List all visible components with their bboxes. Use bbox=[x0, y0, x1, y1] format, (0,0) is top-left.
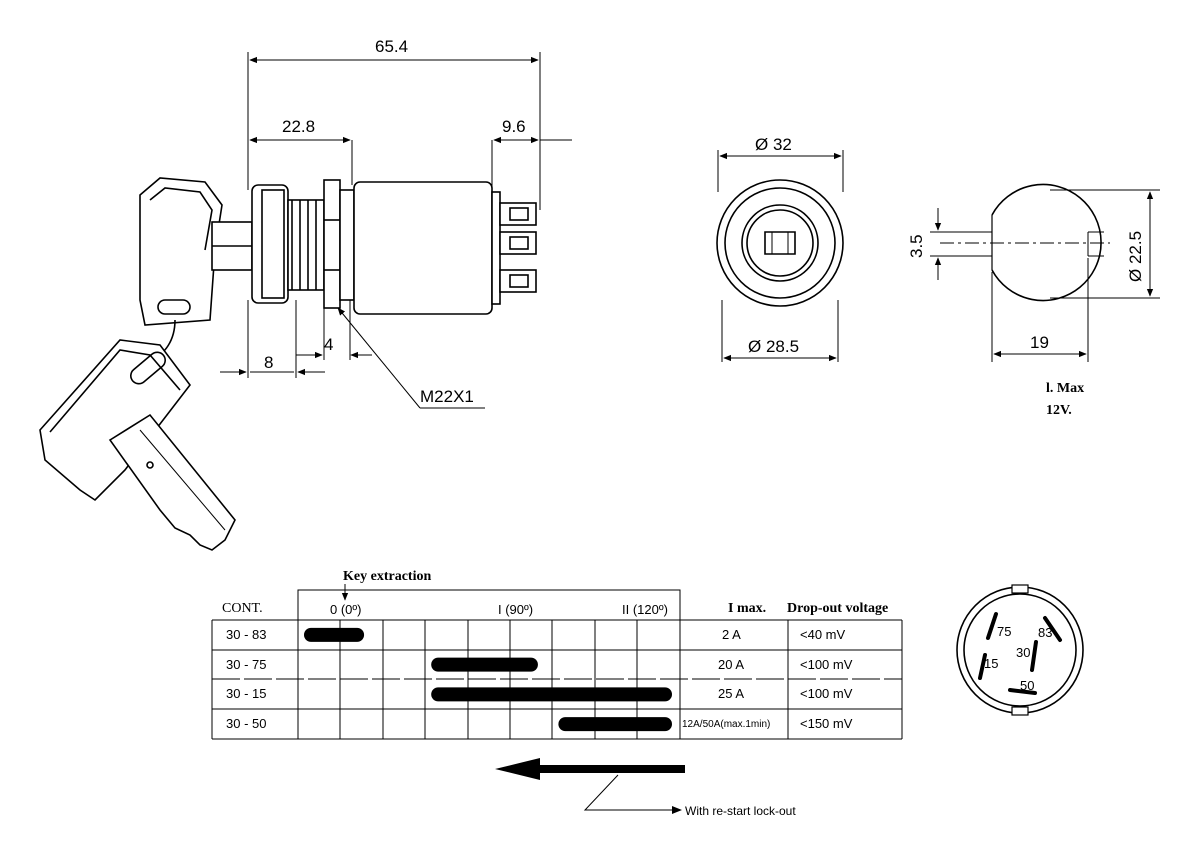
row-cont-2: 30 - 75 bbox=[226, 657, 266, 672]
contact-bars bbox=[304, 627, 672, 732]
dim-key-width: 3.5 bbox=[907, 234, 926, 258]
contact-bar-4 bbox=[558, 717, 672, 732]
side-view bbox=[39, 52, 572, 551]
header-dropout: Drop-out voltage bbox=[787, 601, 888, 616]
dim-inner-diameter: Ø 28.5 bbox=[748, 337, 799, 356]
dim-outer-diameter: Ø 32 bbox=[755, 135, 792, 154]
contact-bar-2 bbox=[431, 657, 538, 672]
contact-bar-3 bbox=[431, 687, 672, 702]
dim-front-length: 22.8 bbox=[282, 117, 315, 136]
pin-75-label: 75 bbox=[997, 624, 1011, 639]
note-line-2: 12V. bbox=[1046, 403, 1072, 418]
dim-terminal-length: 9.6 bbox=[502, 117, 526, 136]
row-drop-4: <150 mV bbox=[800, 716, 853, 731]
panel-cutout-labels: 3.5 Ø 22.5 19 l. Max 12V. bbox=[907, 231, 1145, 418]
pin-30-label: 30 bbox=[1016, 645, 1030, 660]
row-drop-3: <100 mV bbox=[800, 686, 853, 701]
front-view-labels: Ø 32 Ø 28.5 bbox=[748, 135, 799, 356]
header-position-1: I (90º) bbox=[498, 602, 533, 617]
thread-spec: M22X1 bbox=[420, 387, 474, 406]
pin-50-label: 50 bbox=[1020, 678, 1034, 693]
dim-flange-width: 4 bbox=[324, 335, 333, 354]
restart-lockout-indicator: With re-start lock-out bbox=[495, 758, 796, 818]
header-imax: I max. bbox=[728, 601, 766, 616]
side-view-labels: 65.4 22.8 9.6 8 4 M22X1 bbox=[264, 37, 526, 406]
switching-table: Key extraction CONT. bbox=[211, 569, 903, 740]
header-cont: CONT. bbox=[222, 601, 263, 616]
row-imax-4: 12A/50A(max.1min) bbox=[682, 719, 770, 730]
row-cont-1: 30 - 83 bbox=[226, 627, 266, 642]
row-cont-3: 30 - 15 bbox=[226, 686, 266, 701]
row-drop-2: <100 mV bbox=[800, 657, 853, 672]
direction-arrow bbox=[495, 758, 685, 780]
dim-shaft-length: 8 bbox=[264, 353, 273, 372]
dim-cutout-width: 19 bbox=[1030, 333, 1049, 352]
leader-line bbox=[583, 774, 672, 811]
header-position-0: 0 (0º) bbox=[330, 602, 361, 617]
dim-overall-length: 65.4 bbox=[375, 37, 408, 56]
restart-lockout-label: With re-start lock-out bbox=[685, 804, 796, 818]
connector-face bbox=[956, 584, 1084, 716]
contact-bar-1 bbox=[304, 627, 365, 642]
row-imax-3: 25 A bbox=[718, 686, 744, 701]
front-view bbox=[716, 150, 844, 362]
row-imax-1: 2 A bbox=[722, 627, 741, 642]
row-imax-2: 20 A bbox=[718, 657, 744, 672]
row-cont-4: 30 - 50 bbox=[226, 716, 266, 731]
header-position-2: II (120º) bbox=[622, 602, 668, 617]
dim-cutout-diameter: Ø 22.5 bbox=[1126, 231, 1145, 282]
note-line-1: l. Max bbox=[1046, 381, 1084, 396]
panel-cutout bbox=[930, 183, 1160, 362]
pin-15-label: 15 bbox=[984, 656, 998, 671]
row-drop-1: <40 mV bbox=[800, 627, 845, 642]
pin-83-label: 83 bbox=[1038, 625, 1052, 640]
connector-pin-labels: 75 83 30 15 50 bbox=[984, 624, 1052, 693]
key-extraction-label: Key extraction bbox=[343, 569, 431, 584]
